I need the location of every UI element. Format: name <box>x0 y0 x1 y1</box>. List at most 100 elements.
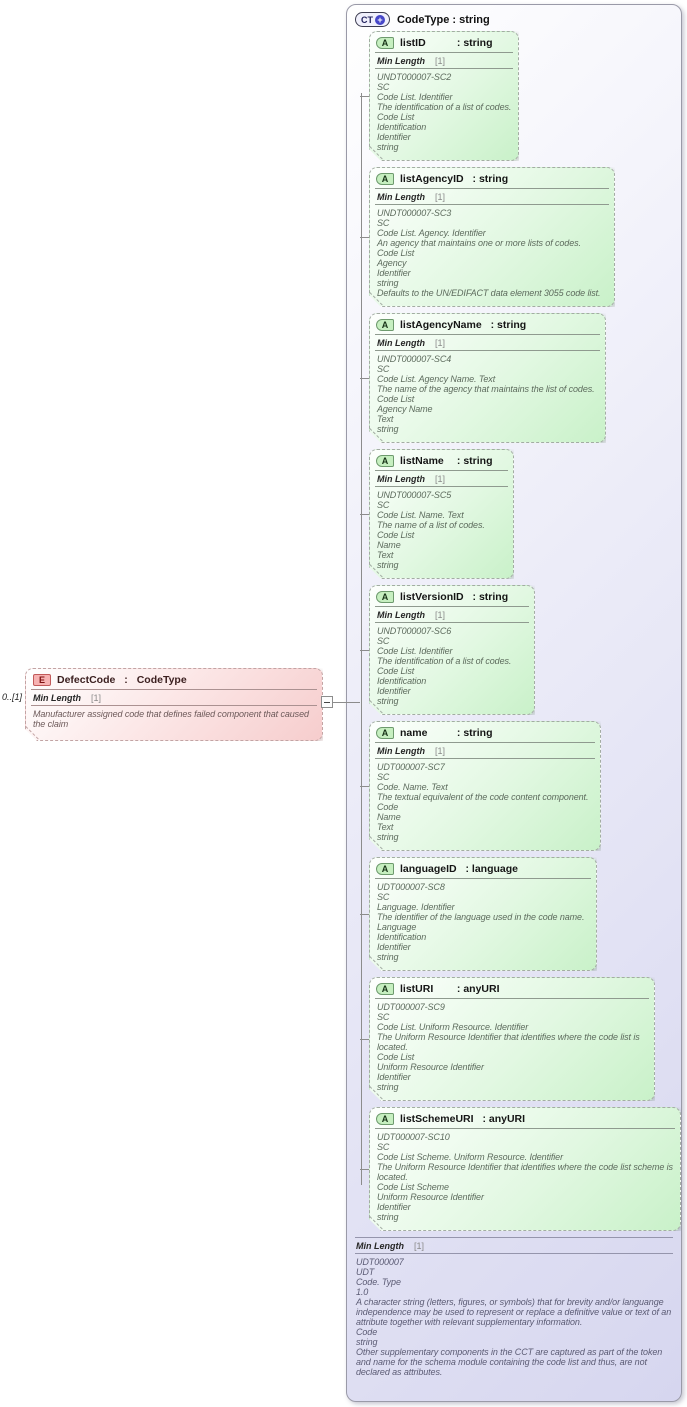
attribute-row: A listName : string Min Length [1] UNDT0… <box>360 449 681 579</box>
divider <box>355 1253 673 1254</box>
divider <box>375 622 529 623</box>
element-name: DefectCode <box>57 673 116 686</box>
attribute-facet-row: Min Length [1] <box>370 335 605 350</box>
facet-value: [1] <box>435 746 446 756</box>
divider <box>375 878 591 879</box>
attribute-name: listID <box>400 36 426 49</box>
divider <box>375 52 513 53</box>
connector-stub <box>360 514 369 515</box>
attribute-icon: A <box>376 1113 394 1125</box>
divider <box>375 350 600 351</box>
collapse-toggle[interactable] <box>321 696 333 708</box>
complextype-box-codetype[interactable]: CT+ CodeType : string A listID : string … <box>346 4 682 1402</box>
attribute-type: : string <box>454 36 493 49</box>
connector-stub <box>360 96 369 97</box>
attribute-facet-row: Min Length [1] <box>370 607 534 622</box>
connector-stub <box>360 914 369 915</box>
attribute-facet-wrap: Min Length [1] <box>370 189 614 205</box>
divider <box>31 689 317 690</box>
attribute-facet-row: Min Length [1] <box>370 471 513 486</box>
attribute-box[interactable]: A listAgencyName : string Min Length [1]… <box>369 313 606 443</box>
element-doc: Manufacturer assigned code that defines … <box>33 709 309 729</box>
connector-stub <box>360 1169 369 1170</box>
facet-value: [1] <box>414 1241 425 1251</box>
attribute-icon: A <box>376 173 394 185</box>
attribute-icon: A <box>376 727 394 739</box>
connector-stub <box>360 786 369 787</box>
attribute-icon: A <box>376 591 394 603</box>
attribute-type: : string <box>469 590 509 603</box>
connector-stub <box>360 650 369 651</box>
facet-name: Min Length <box>377 192 425 202</box>
minus-icon <box>324 701 330 703</box>
divider <box>375 998 649 999</box>
attribute-name: name <box>400 726 428 739</box>
facet-name: Min Length <box>377 610 425 620</box>
attribute-header: A listName : string <box>370 450 513 470</box>
facet-name: Min Length <box>33 693 81 703</box>
attribute-type: : anyURI <box>479 1112 526 1125</box>
complextype-header: CT+ CodeType : string <box>347 5 681 31</box>
attribute-header: A name : string <box>370 722 600 742</box>
element-type: CodeType <box>136 673 187 686</box>
element-box-defectcode[interactable]: E DefectCode : CodeType Min Length [1] M… <box>25 668 323 741</box>
connector-stub <box>360 378 369 379</box>
connector-line <box>322 702 360 703</box>
facet-value: [1] <box>435 474 446 484</box>
attribute-icon: A <box>376 37 394 49</box>
element-header: E DefectCode : CodeType <box>26 669 322 689</box>
attribute-box[interactable]: A name : string Min Length [1] UDT000007… <box>369 721 601 851</box>
attribute-row: A name : string Min Length [1] UDT000007… <box>360 721 681 851</box>
facet-value: [1] <box>91 693 102 703</box>
attribute-icon: A <box>376 319 394 331</box>
attribute-facet-wrap: Min Length [1] <box>370 471 513 487</box>
attribute-icon: A <box>376 983 394 995</box>
divider <box>375 188 609 189</box>
attribute-name: listName <box>400 454 444 467</box>
attribute-type: : string <box>454 454 493 467</box>
facet-value: [1] <box>435 56 446 66</box>
facet-name: Min Length <box>377 338 425 348</box>
plus-icon: + <box>375 14 385 25</box>
facet-value: [1] <box>435 338 446 348</box>
attribute-type: : string <box>469 172 509 185</box>
element-facet-row: Min Length [1] <box>26 690 322 705</box>
attribute-facet-wrap: Min Length [1] <box>370 743 600 759</box>
attribute-facet-wrap: Min Length [1] <box>370 53 518 69</box>
attribute-type: : string <box>454 726 493 739</box>
attribute-connector-spine <box>361 93 362 1185</box>
attribute-row: A listAgencyID : string Min Length [1] U… <box>360 167 681 307</box>
attribute-type: : anyURI <box>454 982 500 995</box>
attribute-box[interactable]: A listAgencyID : string Min Length [1] U… <box>369 167 615 307</box>
attribute-box[interactable]: A listID : string Min Length [1] UNDT000… <box>369 31 519 161</box>
attribute-header: A listID : string <box>370 32 518 52</box>
attribute-header: A listAgencyID : string <box>370 168 614 188</box>
connector-stub <box>360 1039 369 1040</box>
attribute-header: A listAgencyName : string <box>370 314 605 334</box>
attribute-box[interactable]: A listName : string Min Length [1] UNDT0… <box>369 449 514 579</box>
attribute-row: A listVersionID : string Min Length [1] … <box>360 585 681 715</box>
divider <box>375 742 595 743</box>
attribute-name: languageID <box>400 862 457 875</box>
attribute-header: A listVersionID : string <box>370 586 534 606</box>
attribute-box[interactable]: A listVersionID : string Min Length [1] … <box>369 585 535 715</box>
attribute-icon: A <box>376 863 394 875</box>
divider <box>375 486 508 487</box>
attribute-type: : language <box>462 862 519 875</box>
